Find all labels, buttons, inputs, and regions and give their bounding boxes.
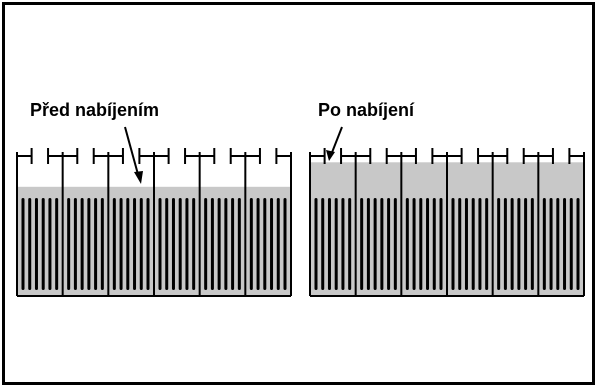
plate [439,198,443,290]
plate [192,198,196,290]
plate [348,198,352,290]
plate [276,198,280,290]
plate [224,198,228,290]
label-after-charging: Po nabíjení [318,100,415,120]
plate [139,198,143,290]
plate [21,198,25,290]
plate [524,198,528,290]
arrow-after [326,126,343,161]
plate [158,198,162,290]
plate [256,198,260,290]
plate [549,198,553,290]
plate [510,198,514,290]
plate [80,198,84,290]
plate [503,198,507,290]
plate [210,198,214,290]
plate [283,198,287,290]
plate [126,198,130,290]
plate [517,198,521,290]
plate [380,198,384,290]
plate [171,198,175,290]
plate [419,198,423,290]
plate [458,198,462,290]
plate [471,198,475,290]
plate [405,198,409,290]
plate [556,198,560,290]
plate [387,198,391,290]
battery-after-charging [309,148,585,297]
plate [576,198,580,290]
plate [87,198,91,290]
plate [451,198,455,290]
plate [497,198,501,290]
plate [204,198,208,290]
plate [94,198,98,290]
label-before-charging: Před nabíjením [30,100,159,120]
plate [373,198,377,290]
plate [217,198,221,290]
arrow-before [124,126,143,184]
plate [165,198,169,290]
plate [48,198,52,290]
plate [563,198,567,290]
plate [530,198,534,290]
plate [478,198,482,290]
plate [231,198,235,290]
plate [133,198,137,290]
plate [393,198,397,290]
plate [237,198,241,290]
plate [112,198,116,290]
plate [542,198,546,290]
plate [263,198,267,290]
plate [28,198,32,290]
plate [327,198,331,290]
plate [73,198,77,290]
plate [426,198,430,290]
plate [485,198,489,290]
plate [100,198,104,290]
plate [119,198,123,290]
plate [146,198,150,290]
plate [178,198,182,290]
plate [341,198,345,290]
plate [569,198,573,290]
plate [334,198,338,290]
plate [249,198,253,290]
plate [185,198,189,290]
plate [360,198,364,290]
plate [270,198,274,290]
plate [321,198,325,290]
plate [366,198,370,290]
plate [314,198,318,290]
plate [41,198,45,290]
battery-before-charging [16,148,292,297]
plate [55,198,59,290]
plate [67,198,71,290]
plate [432,198,436,290]
plate [412,198,416,290]
plate [464,198,468,290]
plate [34,198,38,290]
